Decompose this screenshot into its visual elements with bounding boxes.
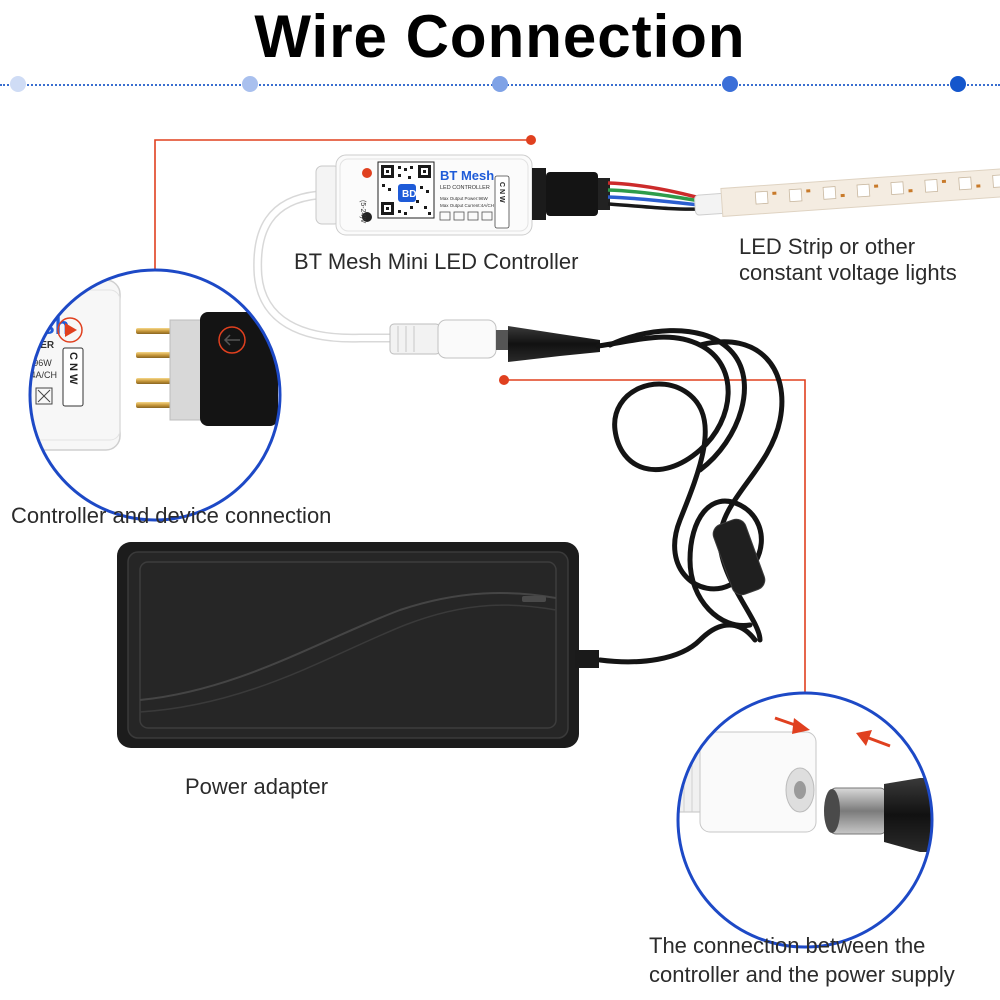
zoom-subtitle-fragment: LLER — [28, 340, 55, 351]
play-marker-icon — [65, 323, 77, 337]
ferrite-bead — [712, 518, 766, 596]
divider-dot-2 — [242, 76, 258, 92]
label-controller: BT Mesh Mini LED Controller — [294, 249, 579, 274]
label-strip-line1: LED Strip or other — [739, 234, 916, 259]
controller-subtitle-label: LED CONTROLLER — [440, 185, 490, 191]
bt-mesh-controller: BD (5-24)V BT Mesh LED CONTROLLER Max Ou… — [315, 154, 610, 236]
divider-dot-1 — [10, 76, 26, 92]
power-adapter-brick — [117, 542, 599, 748]
certification-marks-icon — [439, 211, 493, 221]
dc-female-jack — [389, 319, 497, 359]
strip-wires — [607, 181, 701, 211]
label-strip-line2: constant voltage lights — [739, 260, 957, 285]
divider-dot-5 — [950, 76, 966, 92]
callout-dot-power — [499, 375, 509, 385]
controller-spec1-label: Max Output Power:96W — [440, 196, 489, 201]
page-title: Wire Connection — [254, 3, 746, 70]
bluetooth-logo-icon — [398, 184, 416, 202]
svg-text:BD: BD — [402, 189, 416, 200]
divider-dot-3 — [492, 76, 508, 92]
label-device-connection: Controller and device connection — [11, 503, 332, 528]
led-strip — [694, 167, 1000, 217]
label-power-line2: controller and the power supply — [649, 962, 955, 987]
zoom-spec1: =96W — [28, 358, 52, 368]
label-power-adapter: Power adapter — [185, 774, 329, 799]
controller-channels-label: C N W — [498, 182, 505, 203]
dc-male-plug — [496, 326, 600, 362]
controller-spec2-label: Max Output Current:4A/CH — [440, 203, 494, 208]
callout-line-controller — [154, 139, 531, 270]
callout-line-power — [504, 379, 806, 693]
adapter-cable — [595, 328, 785, 665]
insert-arrow-right-icon — [774, 716, 810, 734]
insert-arrow-left-icon — [856, 730, 891, 748]
zoom-channels-label: C N W — [67, 352, 79, 385]
zoom-spec2: :4A/CH — [28, 370, 57, 380]
recycle-bin-icon — [35, 387, 53, 405]
divider-dot-4 — [722, 76, 738, 92]
zoom-circle-controller-device: esh LLER =96W :4A/CH C N W — [28, 268, 282, 522]
controller-brand-label: BT Mesh — [440, 168, 494, 183]
zoom-circle-power-connection — [676, 691, 934, 949]
controller-voltage-label: (5-24)V — [359, 200, 366, 224]
callout-dot-controller — [526, 135, 536, 145]
label-power-line1: The connection between the — [649, 933, 926, 958]
